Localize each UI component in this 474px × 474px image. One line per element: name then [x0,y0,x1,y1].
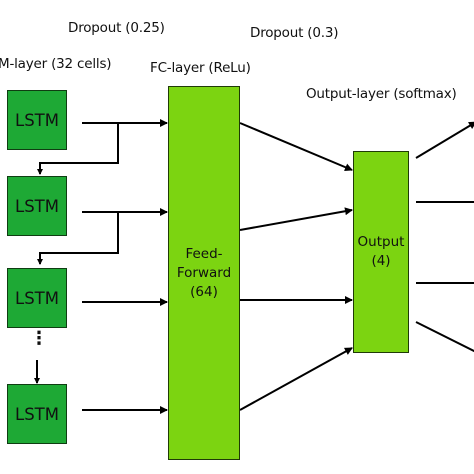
output-layer-label: Output-layer (softmax) [306,86,457,102]
recurrent-1-2 [37,123,119,175]
dropout-label-1: Dropout (0.25) [68,20,165,36]
lstm-layer-label: M-layer (32 cells) [0,56,112,72]
output-block-line-2: (4) [371,253,391,269]
fc-feedforward-block: Feed- Forward (64) [168,86,240,460]
arrow-out-4 [415,321,474,353]
fc-layer-label: FC-layer (ReLu) [150,60,251,76]
lstm-cell-4: LSTM [7,384,67,444]
arrow-fc-out-2 [239,207,353,231]
output-block-line-1: Output [357,234,405,250]
lstm-cell-3: LSTM [7,268,67,328]
arrow-fc-out-4 [239,347,353,411]
lstm-cell-1: LSTM [7,90,67,150]
lstm-ellipsis: ⋮ [30,328,48,349]
fc-block-line-1: Feed- [185,245,223,262]
fc-block-line-2: Forward [176,264,232,281]
fc-block-line-3: (64) [190,283,218,300]
output-block: Output (4) [353,151,409,353]
arrow-out-1 [415,121,474,159]
recurrent-2-3 [37,212,119,265]
arrow-fc-out-1 [239,122,353,171]
lstm-cell-2: LSTM [7,176,67,236]
dropout-label-2: Dropout (0.3) [250,25,339,41]
